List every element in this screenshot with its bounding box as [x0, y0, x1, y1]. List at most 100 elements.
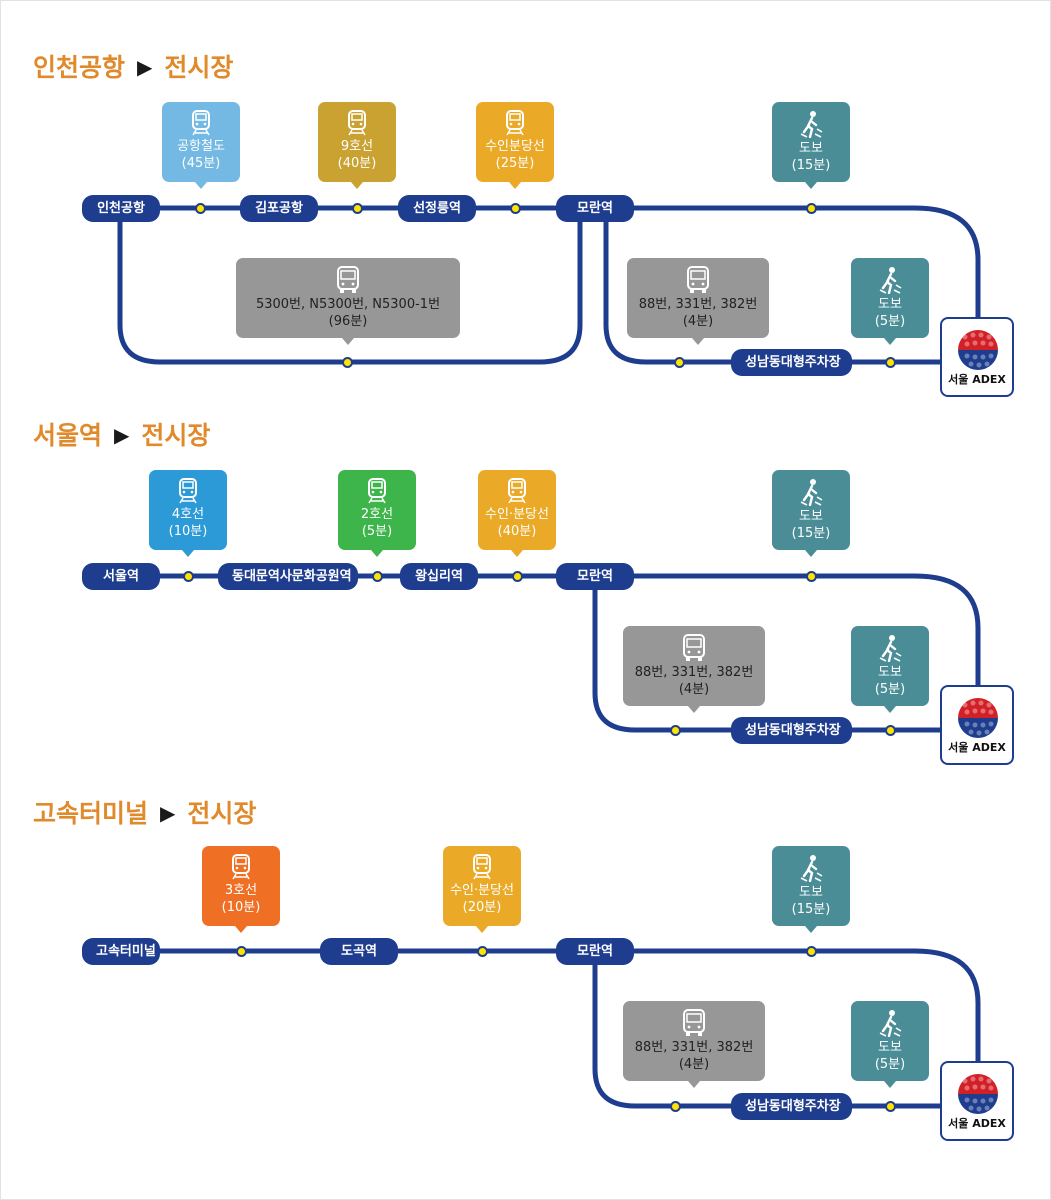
callout-duration: (25분) [495, 156, 535, 171]
bus-icon [337, 266, 359, 293]
section-title-incheon: 인천공항▶전시장 [33, 48, 233, 84]
callout-line-2: 2호선 (5분) [338, 470, 416, 557]
callout-duration: (10분) [168, 524, 208, 539]
callout-line: 도보 [799, 141, 823, 156]
adex-logo-icon [958, 1074, 998, 1114]
bus-icon [683, 634, 705, 661]
station-dogok: 도곡역 [320, 938, 398, 965]
route-line-seoul-main [117, 573, 981, 689]
station-moran: 모란역 [556, 195, 634, 222]
callout-duration: (40분) [337, 156, 377, 171]
callout-bus-local: 88번, 331번, 382번 (4분) [623, 626, 765, 713]
callout-airport-railroad: 공항철도 (45분) [162, 102, 240, 189]
route-line-terminal-main [117, 948, 981, 1064]
callout-line: 88번, 331번, 382번 [634, 1040, 754, 1055]
route-dot [195, 203, 206, 214]
route-dot [806, 203, 817, 214]
station-seonjeongneung: 선정릉역 [398, 195, 476, 222]
section-title-terminal: 고속터미널▶전시장 [33, 794, 256, 830]
callout-line-3: 3호선 (10분) [202, 846, 280, 933]
callout-walk-15: 도보 (15분) [772, 470, 850, 557]
callout-duration: (4분) [682, 314, 714, 329]
route-line-terminal-parking [592, 948, 948, 1109]
walk-icon [879, 635, 902, 662]
walk-icon [879, 267, 902, 294]
callout-duration: (15분) [791, 526, 831, 541]
walk-icon [800, 111, 823, 138]
title-destination: 전시장 [141, 421, 211, 450]
callout-line: 도보 [799, 509, 823, 524]
destination-label: 서울 ADEX [948, 741, 1006, 754]
station-moran: 모란역 [556, 563, 634, 590]
train-icon [348, 110, 366, 136]
callout-bus-local: 88번, 331번, 382번 (4분) [627, 258, 769, 345]
route-dot [885, 357, 896, 368]
route-dot [236, 946, 247, 957]
play-arrow-icon: ▶ [114, 423, 130, 447]
route-line-seoul-parking [592, 573, 948, 733]
destination-adex: 서울 ADEX [940, 685, 1014, 765]
callout-bus-airport: 5300번, N5300번, N5300-1번 (96분) [236, 258, 460, 345]
callout-duration: (4분) [678, 682, 710, 697]
callout-line: 수인·분당선 [450, 883, 514, 898]
section-title-seoul: 서울역 ▶ 전시장 [33, 416, 210, 452]
route-dot [806, 571, 817, 582]
callout-line: 5300번, N5300번, N5300-1번 [255, 297, 441, 312]
callout-suin-bundang: 수인·분당선 (40분) [478, 470, 556, 557]
station-gimpo-airport: 김포공항 [240, 195, 318, 222]
route-dot [352, 203, 363, 214]
walk-icon [800, 855, 823, 882]
callout-duration: (4분) [678, 1057, 710, 1072]
adex-logo-icon [958, 330, 998, 370]
callout-walk-15: 도보 (15분) [772, 102, 850, 189]
route-line-incheon-parking [603, 205, 948, 365]
route-dot [670, 1101, 681, 1112]
callout-line-4: 4호선 (10분) [149, 470, 227, 557]
route-dot [372, 571, 383, 582]
callout-walk-5: 도보 (5분) [851, 1001, 929, 1088]
destination-label: 서울 ADEX [948, 373, 1006, 386]
callout-line-9: 9호선 (40분) [318, 102, 396, 189]
callout-duration: (5분) [874, 682, 906, 697]
callout-line: 3호선 [224, 883, 258, 898]
route-dot [670, 725, 681, 736]
callout-duration: (15분) [791, 902, 831, 917]
title-origin: 서울역 [33, 421, 103, 450]
callout-line: 수인분당선 [485, 139, 545, 154]
callout-line: 도보 [878, 1040, 902, 1055]
train-icon [192, 110, 210, 136]
destination-adex: 서울 ADEX [940, 317, 1014, 397]
callout-suin-bundang: 수인분당선 (25분) [476, 102, 554, 189]
callout-line: 도보 [878, 665, 902, 680]
route-dot [183, 571, 194, 582]
route-dot [806, 946, 817, 957]
callout-suin-bundang: 수인·분당선 (20분) [443, 846, 521, 933]
callout-duration: (96분) [328, 314, 368, 329]
station-ddp: 동대문역사문화공원역 [218, 563, 358, 590]
bus-icon [687, 266, 709, 293]
station-seongnam-parking: 성남동대형주차장 [731, 1093, 852, 1120]
station-wangsimni: 왕십리역 [400, 563, 478, 590]
callout-walk-15: 도보 (15분) [772, 846, 850, 933]
callout-line: 9호선 [340, 139, 374, 154]
callout-line: 수인·분당선 [485, 507, 549, 522]
callout-line: 2호선 [360, 507, 394, 522]
walk-icon [879, 1010, 902, 1037]
title-destination: 전시장 [187, 799, 257, 828]
callout-duration: (40분) [497, 524, 537, 539]
title-destination: 전시장 [164, 53, 234, 82]
train-icon [179, 478, 197, 504]
route-line-incheon-main [117, 205, 981, 321]
callout-walk-5: 도보 (5분) [851, 258, 929, 345]
train-icon [368, 478, 386, 504]
adex-logo-icon [958, 698, 998, 738]
station-moran: 모란역 [556, 938, 634, 965]
walk-icon [800, 479, 823, 506]
train-icon [232, 854, 250, 880]
route-dot [477, 946, 488, 957]
callout-walk-5: 도보 (5분) [851, 626, 929, 713]
destination-adex: 서울 ADEX [940, 1061, 1014, 1141]
callout-duration: (5분) [361, 524, 393, 539]
